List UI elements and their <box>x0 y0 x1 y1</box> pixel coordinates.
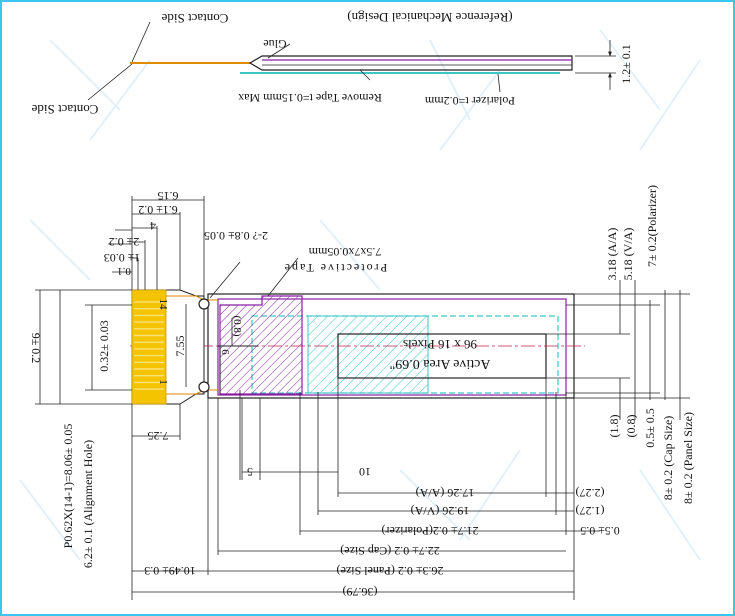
remove-tape-label: Remove Tape t=0.15mm Max <box>238 91 382 105</box>
glue-label: Glue <box>263 37 286 51</box>
active-area-label: Active Area 0.69" <box>390 356 491 371</box>
dim-2-27: (2.27) <box>576 486 605 500</box>
dim-1-27: (1.27) <box>576 504 605 518</box>
dim-polarizer-height: 7± 0.2(Polarizer) <box>645 185 659 267</box>
dim-va-width: 19.26 (V/A) <box>411 504 470 518</box>
panel-stack <box>248 55 573 71</box>
dim-1-8: (1.8) <box>607 415 621 438</box>
dim-total: (36.79) <box>343 585 378 599</box>
dim-pitch: P0.62X(14-1)=8.06± 0.05 <box>61 424 75 549</box>
side-view <box>87 21 616 101</box>
dim-7-55: 7.55 <box>173 336 187 357</box>
dim-7-25: 7.25 <box>148 429 169 443</box>
reference-design-title: (Reference Mechanical Design) <box>347 10 512 25</box>
pin-14-label: 14 <box>157 299 169 311</box>
dim-10: 10 <box>359 465 371 479</box>
dim-alignment-hole: 6.2± 0.1 (Alignment Hole) <box>81 440 95 568</box>
cap-outline <box>217 298 567 396</box>
pin-1-label: 1 <box>157 379 169 385</box>
dim-2: 2± 0.2 <box>109 235 140 249</box>
dim-0-8-left: (0.8) <box>231 315 243 336</box>
dim-6-1: 6.1± 0.2 <box>138 203 178 217</box>
dim-0-32: 0.32± 0.03 <box>97 320 111 372</box>
contact-side-top-label: Contact Side <box>161 11 228 26</box>
dim-panel-width: 26.3± 0.2 (Panel Size) <box>337 564 444 578</box>
protective-tape-hatch <box>308 316 428 393</box>
dim-cap-height: 8± 0.2 (Cap Size) <box>661 416 675 501</box>
dim-1: 1± 0.03 <box>104 251 141 265</box>
alignment-hole-bottom <box>198 381 210 393</box>
dim-6-15: 6.15 <box>158 189 179 203</box>
thickness-dim: 1.2± 0.1 <box>619 44 633 84</box>
front-view <box>35 196 690 600</box>
dim-polarizer-width: 21.7± 0.2(Polarizer) <box>382 524 479 538</box>
dim-lead: 10.49± 0.3 <box>144 564 196 578</box>
dim-cap-width: 22.7± 0.2 (Cap Size) <box>340 544 440 558</box>
dim-panel-height: 8± 0.2 (Panel Size) <box>681 412 695 504</box>
dim-va-height: 5.18 (V/A) <box>621 228 635 281</box>
protective-tape-size: 7.5x7x0.05mm <box>308 245 381 259</box>
dim-0-8-right: (0.8) <box>624 415 638 438</box>
hole-note: 2-? 0.8± 0.05 <box>204 229 268 243</box>
polarizer-label: Polarizer t=0.2mm <box>424 94 515 108</box>
protective-tape-label: Protective Tape <box>283 261 388 275</box>
dim-9: 9± 0.2 <box>29 333 43 364</box>
dim-4: 4 <box>150 219 156 233</box>
dim-5: 5 <box>247 465 253 479</box>
active-area-box <box>337 333 547 379</box>
fpc-pins <box>134 301 164 390</box>
dim-0-5-width: 0.5± 0.5 <box>580 524 620 538</box>
alignment-hole-top <box>198 298 210 310</box>
dim-aa-width: 17.26 (A/A) <box>416 486 475 500</box>
dim-0-1: 0.1 <box>117 265 131 277</box>
pixels-label: 96 x 16 Pixels <box>403 337 477 352</box>
dim-6: 6 <box>219 349 231 355</box>
contact-side-bottom-label: Contact Side <box>31 102 98 117</box>
dim-aa-height: 3.18 (A/A) <box>605 228 619 281</box>
dim-0-5: 0.5± 0.5 <box>643 408 657 448</box>
